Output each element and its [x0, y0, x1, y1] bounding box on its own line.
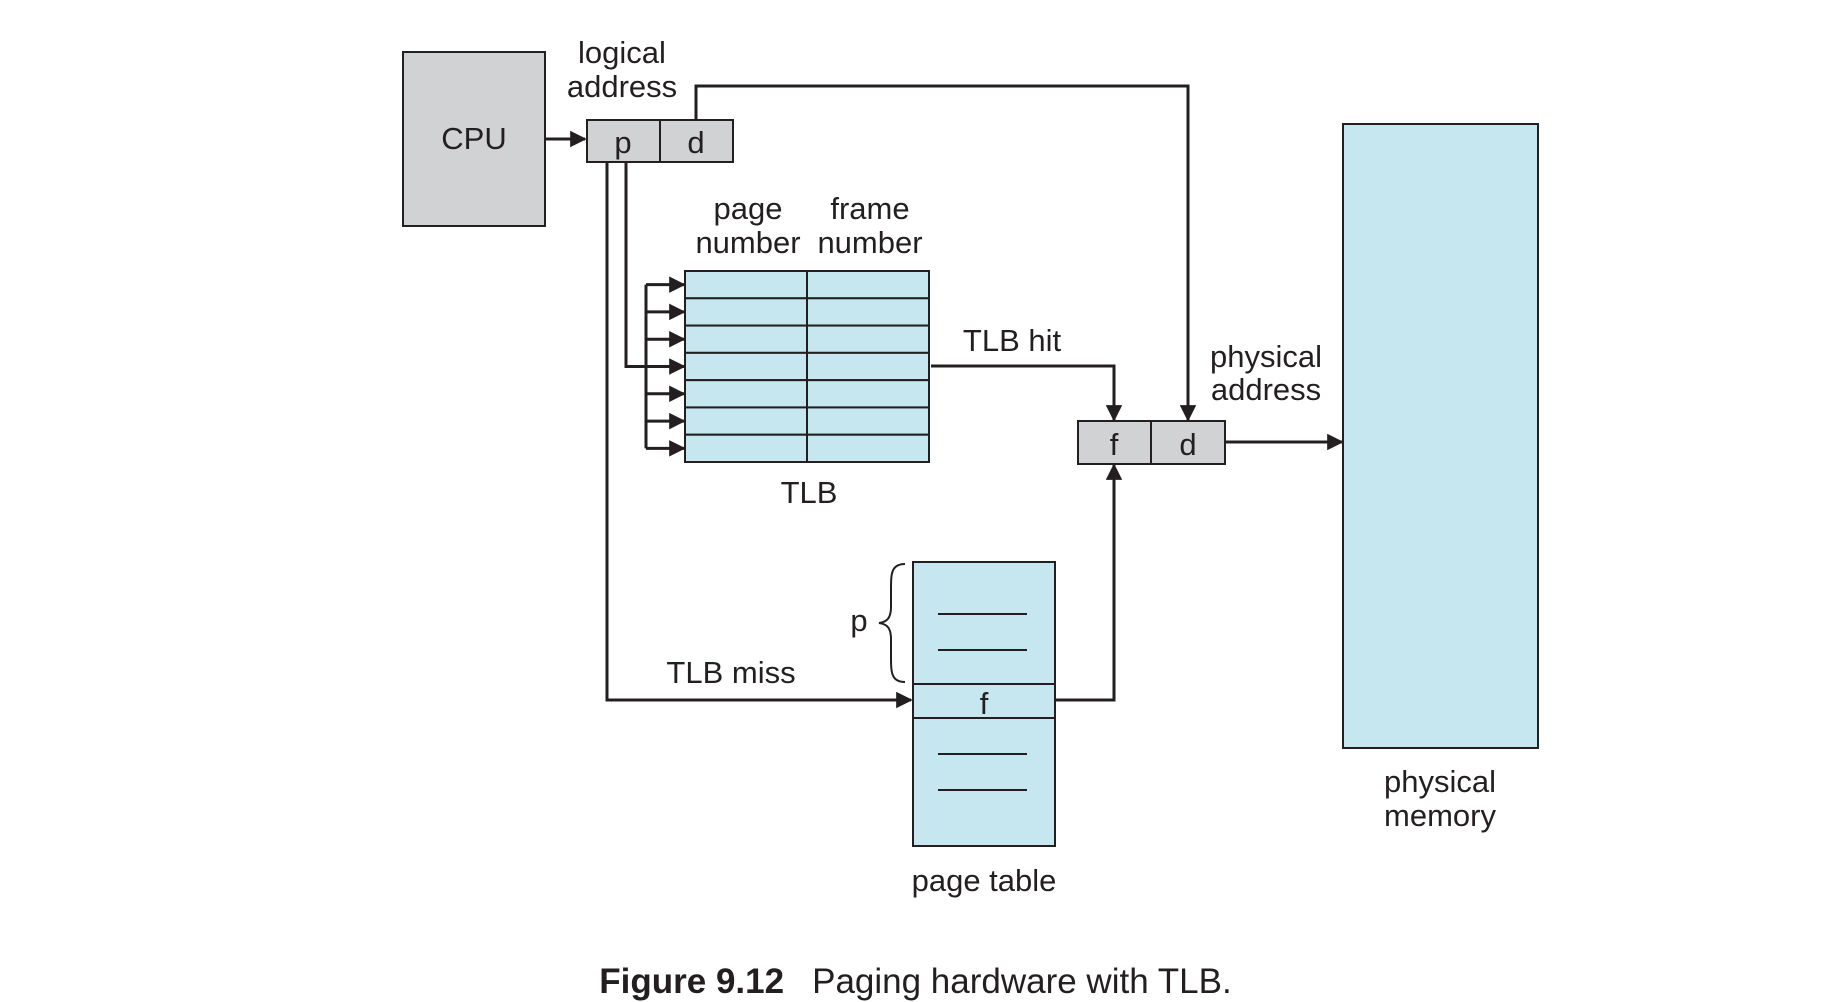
- tlb-cell-frame: [806, 379, 930, 409]
- figure-caption-text: Paging hardware with TLB.: [812, 962, 1232, 1001]
- physical-address-label-line2: address: [1211, 372, 1321, 407]
- tlb-hit-label: TLB hit: [963, 323, 1062, 358]
- physical-address-field-f: f: [1110, 427, 1119, 462]
- offset-d-path-arrow: [694, 84, 1197, 422]
- logical-address-register-p: [586, 119, 661, 163]
- cpu-label: CPU: [441, 121, 506, 156]
- tlb-table: [684, 270, 930, 464]
- cpu-box: [402, 51, 546, 227]
- page-number-path: [624, 162, 646, 368]
- page-table-box: [912, 561, 1056, 847]
- page-table-to-frame-arrow: [1055, 463, 1123, 702]
- physical-address-field-d: d: [1179, 427, 1196, 462]
- logical-address-label-line1: logical: [578, 35, 666, 70]
- tlb-cell-page: [684, 379, 808, 409]
- tlb-header-frame-line1: frame: [830, 191, 909, 226]
- page-table-brace-label: p: [850, 603, 867, 638]
- tlb-cell-page: [684, 351, 808, 382]
- physical-memory-label-line2: memory: [1384, 798, 1496, 833]
- tlb-header-page-line1: page: [714, 191, 783, 226]
- figure-number: Figure 9.12: [599, 962, 785, 1001]
- tlb-header-page-line2: number: [695, 225, 800, 260]
- page-table-label: page table: [912, 863, 1057, 898]
- tlb-label: TLB: [781, 475, 838, 510]
- logical-address-label-line2: address: [567, 69, 677, 104]
- physical-address-register-f: [1077, 420, 1152, 465]
- tlb-cell-page: [684, 297, 808, 327]
- physical-address-register-d: [1150, 420, 1226, 465]
- tlb-miss-label: TLB miss: [666, 655, 795, 690]
- logical-address-field-p: p: [614, 125, 631, 160]
- physical-memory-box: [1342, 123, 1539, 749]
- tlb-cell-frame: [806, 270, 930, 300]
- tlb-cell-page: [684, 270, 808, 300]
- tlb-cell-page: [684, 406, 808, 436]
- tlb-cell-frame: [806, 297, 930, 327]
- physical-address-label-line1: physical: [1210, 339, 1322, 374]
- tlb-cell-frame: [806, 433, 930, 464]
- tlb-cell-frame: [806, 351, 930, 382]
- tlb-cell-page: [684, 433, 808, 464]
- logical-address-field-d: d: [687, 125, 704, 160]
- page-table-entry-f: f: [980, 686, 989, 721]
- tlb-hit-arrow: [931, 364, 1123, 422]
- tlb-cell-frame: [806, 406, 930, 436]
- tlb-header-frame-line2: number: [817, 225, 922, 260]
- page-table-brace: [878, 563, 906, 683]
- figure-caption: Figure 9.12 Paging hardware with TLB.: [0, 962, 1831, 1002]
- tlb-cell-page: [684, 324, 808, 354]
- physical-memory-label-line1: physical: [1384, 764, 1496, 799]
- tlb-cell-frame: [806, 324, 930, 354]
- tlb-miss-arrow: [605, 162, 913, 709]
- page-number-to-tlb-arrows: [624, 162, 686, 457]
